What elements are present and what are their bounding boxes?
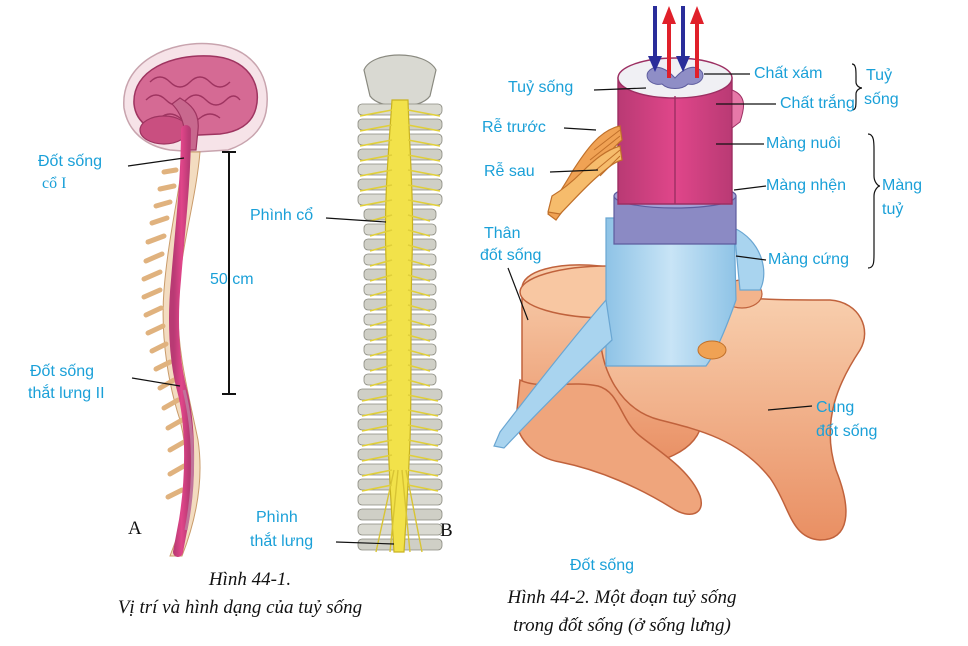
spinal-cord-b — [384, 99, 414, 553]
spinal-nerve-b — [359, 184, 441, 192]
spinal-nerve-b — [369, 349, 431, 357]
spinal-nerve-b — [359, 169, 441, 177]
fig2-drawing — [493, 6, 881, 541]
spinal-cord-a-tail — [182, 389, 195, 531]
cauda-equina — [375, 469, 423, 553]
spinal-nerve-b — [359, 139, 441, 147]
label-dot-song-co-line1: Đốt sống — [38, 153, 103, 170]
dura-flap — [733, 227, 765, 291]
label-dot-song-co-line2: cổ I — [42, 175, 67, 192]
spinal-nerve-b — [369, 364, 431, 372]
spinal-nerve-b — [369, 319, 431, 327]
spinal-nerves-b — [359, 109, 441, 492]
pia-flap — [731, 89, 744, 129]
label-phinh-that-lung-line1: Phình — [256, 509, 298, 526]
label-re-truoc: Rễ trước — [482, 119, 546, 136]
skull-base-b — [363, 54, 437, 107]
label-mang-nuoi: Màng nuôi — [766, 135, 841, 152]
spinal-nerve-b — [369, 289, 431, 297]
label-group-tuy-song-line1: Tuỷ — [866, 67, 893, 84]
dura-sleeve — [493, 298, 613, 449]
spinal-nerve-b — [361, 394, 439, 402]
spinal-nerve-b — [361, 439, 439, 447]
spinal-nerve-b — [361, 484, 439, 492]
panel-letter-a: A — [128, 518, 142, 539]
spinal-nerve-b — [369, 274, 431, 282]
grey-matter — [646, 66, 704, 89]
label-chat-trang: Chất trắng — [780, 95, 855, 112]
label-length: 50 cm — [210, 271, 254, 288]
label-tuy-song: Tuỷ sống — [508, 79, 574, 96]
panel-letter-b: B — [440, 520, 453, 541]
spinal-nerve-b — [369, 379, 431, 387]
root-ganglion — [697, 340, 727, 360]
caption-fig1-line1: Hình 44-1. — [208, 569, 292, 590]
label-group-tuy-song-line2: sống — [864, 91, 899, 108]
spinal-nerve-b — [369, 214, 431, 222]
label-group-mang-tuy-line2: tuỷ — [882, 201, 904, 218]
spinal-nerve-b — [359, 154, 441, 162]
spinal-nerve-b — [369, 334, 431, 342]
label-re-sau: Rễ sau — [484, 163, 535, 180]
caption-fig2-line1: Hình 44-2. Một đoạn tuỷ sống — [507, 587, 737, 608]
spinal-nerve-b — [359, 199, 441, 207]
signal-arrows — [648, 6, 704, 78]
cerebellum-shape — [139, 115, 189, 145]
leader-dot-song-co — [127, 157, 185, 167]
label-group-mang-tuy-line1: Màng — [882, 177, 923, 194]
fig2-leaders — [507, 63, 881, 411]
leader-dot-song-that-lung — [131, 377, 181, 387]
caption-fig1-line2: Vị trí và hình dạng của tuỷ sống — [117, 597, 363, 618]
label-cung-dot-song-line2: đốt sống — [816, 423, 878, 440]
spinal-nerve-b — [369, 259, 431, 267]
caption-fig2-line2: trong đốt sống (ở sống lưng) — [513, 615, 731, 636]
spinal-nerve-b — [369, 229, 431, 237]
spinal-nerve-b — [361, 469, 439, 477]
label-phinh-that-lung-line2: thắt lưng — [250, 533, 314, 550]
spinal-nerve-b — [361, 424, 439, 432]
fig-b-drawing — [325, 54, 443, 553]
label-dot-song-that-lung-line2: thắt lưng II — [28, 385, 105, 402]
label-phinh-co: Phình cổ — [250, 207, 314, 224]
spinal-nerve-b — [359, 124, 441, 132]
length-bar — [222, 151, 236, 395]
leader-phinh-co — [325, 217, 387, 223]
label-chat-xam: Chất xám — [754, 65, 823, 82]
label-mang-nhen: Màng nhện — [766, 177, 847, 194]
spinal-nerve-b — [359, 109, 441, 117]
label-cung-dot-song-line1: Cung — [816, 399, 855, 416]
label-than-dot-song-line1: Thân — [484, 225, 521, 242]
spinal-nerve-b — [369, 304, 431, 312]
label-mang-cung: Màng cứng — [768, 251, 849, 268]
leader-phinh-that-lung — [335, 541, 395, 545]
root-fibers — [589, 129, 621, 177]
spinal-cord-a — [169, 125, 195, 557]
label-than-dot-song-line2: đốt sống — [480, 247, 542, 264]
label-dot-song: Đốt sống — [570, 557, 635, 574]
vertebral-arch-lower — [515, 378, 703, 515]
spinal-nerve-b — [369, 244, 431, 252]
spinal-nerve-b — [361, 409, 439, 417]
label-dot-song-that-lung-line1: Đốt sống — [30, 363, 95, 380]
vertebra-ticks-a — [141, 167, 187, 500]
spinal-nerve-b — [361, 454, 439, 462]
fig-a-drawing — [123, 42, 268, 557]
